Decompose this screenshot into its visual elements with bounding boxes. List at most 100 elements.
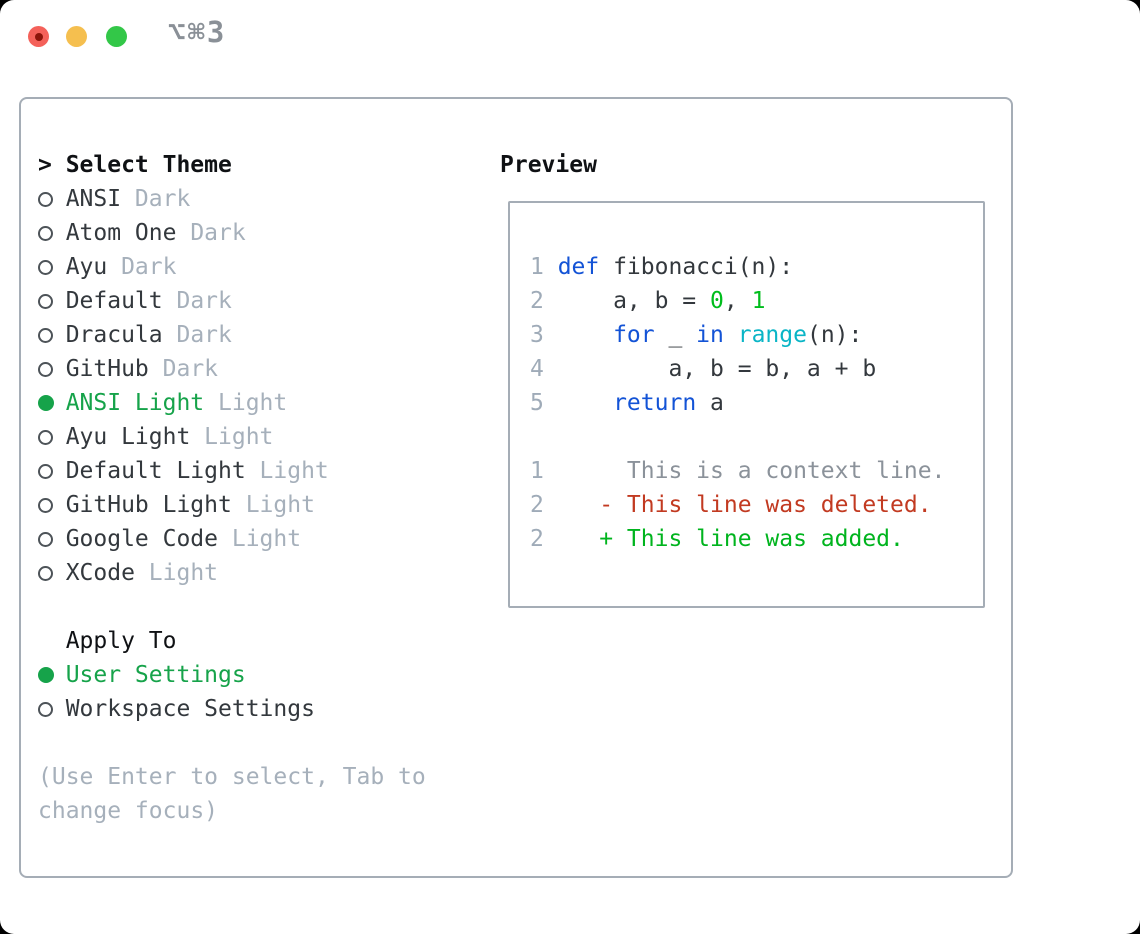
theme-variant-tag: Light — [245, 492, 315, 518]
theme-variant-tag: Dark — [176, 322, 232, 348]
code-token-plain: a, b = b, a + b — [557, 356, 877, 382]
code-line: 4 a, b = b, a + b — [530, 352, 983, 386]
theme-option-ansi[interactable]: ANSI Dark — [38, 182, 329, 216]
spacer-row — [38, 590, 329, 624]
radio-unselected-icon — [38, 284, 66, 318]
theme-name: Default Light — [65, 458, 246, 484]
select-theme-title-row: > Select Theme — [38, 148, 329, 182]
theme-name: Default — [65, 288, 163, 314]
theme-option-dracula[interactable]: Dracula Dark — [38, 318, 329, 352]
radio-unselected-icon — [38, 522, 66, 556]
theme-variant-tag: Light — [218, 390, 288, 416]
code-token-plain: , — [723, 288, 752, 314]
window-shortcut-label: ⌥⌘3 — [168, 15, 227, 49]
code-token-plain: _ — [654, 322, 697, 348]
code-token-ctx: This is a context line. — [557, 458, 946, 484]
code-token-plain — [558, 322, 613, 348]
code-token-plain: (n): — [806, 322, 863, 348]
theme-name: GitHub Light — [65, 492, 232, 518]
radio-unselected-icon — [38, 182, 66, 216]
close-button[interactable] — [28, 26, 49, 47]
radio-unselected-icon — [38, 692, 66, 726]
theme-name: ANSI Light — [65, 390, 205, 416]
radio-selected-icon — [38, 658, 66, 692]
theme-option-github-light[interactable]: GitHub Light Light — [38, 488, 329, 522]
zoom-button[interactable] — [106, 26, 127, 47]
theme-variant-tag: Dark — [176, 288, 232, 314]
apply-to-title-row: Apply To — [38, 624, 329, 658]
apply-to-title: Apply To — [65, 628, 177, 654]
line-number: 3 — [530, 322, 544, 348]
theme-name: Ayu Light — [65, 424, 191, 450]
theme-option-google-code[interactable]: Google Code Light — [38, 522, 329, 556]
theme-variant-tag: Light — [231, 526, 302, 552]
theme-option-ansi-light[interactable]: ANSI Light Light — [38, 386, 329, 420]
minimize-button[interactable] — [66, 26, 87, 47]
line-number: 5 — [530, 390, 544, 416]
theme-variant-tag: Dark — [190, 220, 246, 246]
code-token-plain — [724, 322, 738, 348]
line-number: 4 — [530, 356, 544, 382]
theme-name: GitHub — [65, 356, 149, 382]
code-token-add: + This line was added. — [557, 526, 904, 552]
apply-option-label: Workspace Settings — [65, 696, 315, 722]
diff-line: 2 + This line was added. — [530, 522, 983, 556]
theme-option-github[interactable]: GitHub Dark — [38, 352, 329, 386]
close-button-dot — [34, 32, 43, 41]
theme-name: Google Code — [65, 526, 219, 552]
theme-name: ANSI — [65, 186, 122, 212]
hint-text: (Use Enter to select, Tab to change focu… — [38, 764, 440, 824]
theme-variant-tag: Light — [204, 424, 274, 450]
select-theme-title: Select Theme — [65, 152, 232, 178]
code-token-plain: fibonacci(n): — [599, 254, 794, 280]
radio-unselected-icon — [38, 420, 66, 454]
theme-option-ayu-light[interactable]: Ayu Light Light — [38, 420, 329, 454]
radio-unselected-icon — [38, 352, 66, 386]
radio-selected-icon — [38, 386, 66, 420]
theme-option-default[interactable]: Default Dark — [38, 284, 329, 318]
code-token-num: 0 — [710, 288, 724, 314]
theme-option-xcode[interactable]: XCode Light — [38, 556, 329, 590]
theme-option-default-light[interactable]: Default Light Light — [38, 454, 329, 488]
code-token-kw: for — [613, 322, 655, 348]
apply-option-user-settings[interactable]: User Settings — [38, 658, 329, 692]
apply-option-workspace-settings[interactable]: Workspace Settings — [38, 692, 329, 726]
preview-title: Preview — [500, 152, 597, 178]
blank-line — [530, 420, 983, 454]
theme-name: XCode — [65, 560, 135, 586]
line-number: 1 — [530, 458, 544, 484]
marker-spacer — [38, 624, 66, 658]
theme-variant-tag: Light — [148, 560, 219, 586]
radio-unselected-icon — [38, 556, 66, 590]
radio-unselected-icon — [38, 454, 66, 488]
line-number: 1 — [530, 254, 544, 280]
code-line: 3 for _ in range(n): — [530, 318, 983, 352]
radio-unselected-icon — [38, 488, 66, 522]
code-token-fn: range — [737, 322, 807, 348]
theme-name: Ayu — [65, 254, 108, 280]
code-line: 2 a, b = 0, 1 — [530, 284, 983, 318]
theme-name: Dracula — [65, 322, 163, 348]
code-token-kw: in — [696, 322, 724, 348]
code-token-num: 1 — [751, 288, 766, 314]
code-token-del: - This line was deleted. — [557, 492, 932, 518]
diff-line: 2 - This line was deleted. — [530, 488, 983, 522]
code-token-kw: return — [613, 390, 697, 416]
line-number: 2 — [530, 288, 544, 314]
theme-variant-tag: Dark — [134, 186, 191, 212]
radio-unselected-icon — [38, 216, 66, 250]
code-line: 5 return a — [530, 386, 983, 420]
theme-variant-tag: Dark — [162, 356, 219, 382]
radio-unselected-icon — [38, 318, 66, 352]
line-number: 2 — [530, 526, 544, 552]
focus-caret-icon: > — [38, 152, 52, 178]
code-token-plain: a, b = — [557, 288, 711, 314]
theme-variant-tag: Light — [259, 458, 329, 484]
